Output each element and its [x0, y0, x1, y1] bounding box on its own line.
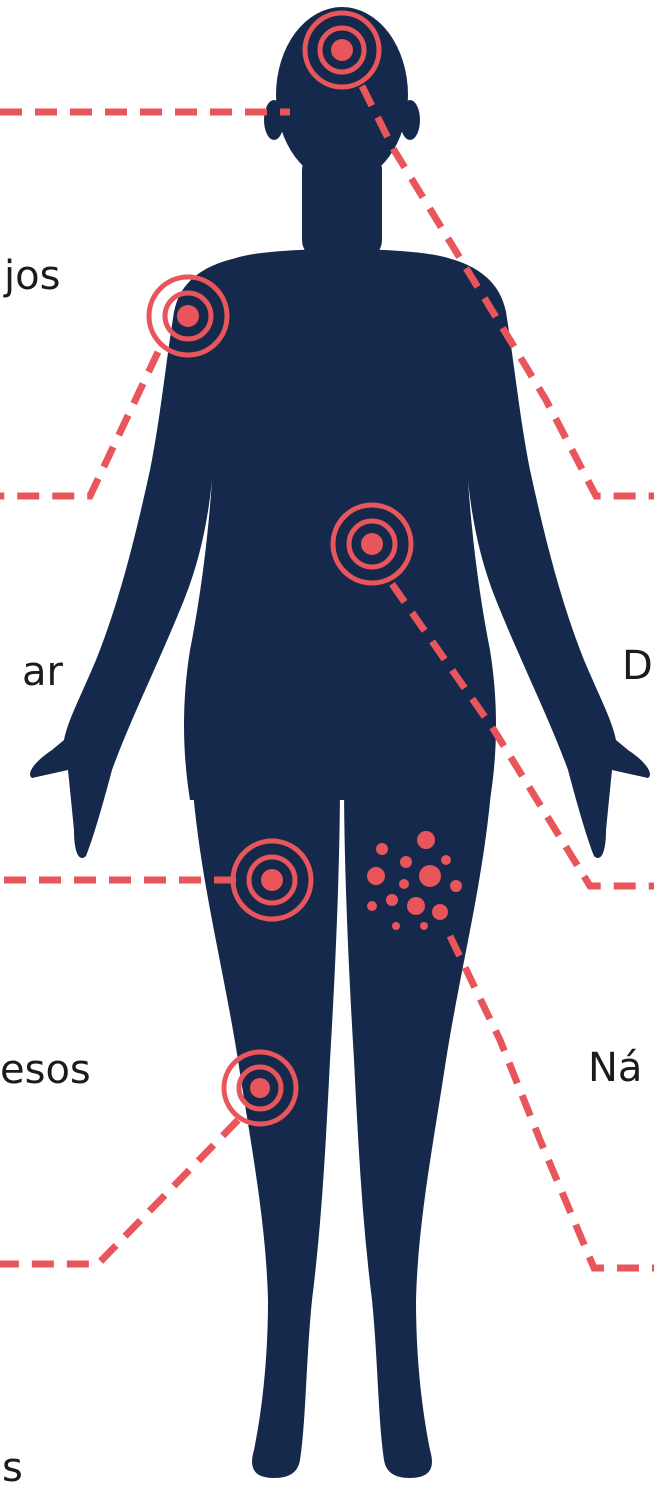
- leg-gap: [336, 752, 348, 790]
- leader-line-knee: [0, 1120, 238, 1264]
- label-right-middle: D: [622, 646, 653, 686]
- leader-line-rash: [450, 936, 654, 1268]
- body-silhouette: [30, 7, 650, 1478]
- label-bottom-left: s: [2, 1448, 23, 1488]
- label-eyes: jos: [4, 256, 60, 296]
- leader-line-shoulder: [0, 352, 158, 496]
- label-muscle: ar: [22, 652, 63, 692]
- label-right-lower: Ná: [588, 1048, 642, 1088]
- label-bones: esos: [0, 1050, 91, 1090]
